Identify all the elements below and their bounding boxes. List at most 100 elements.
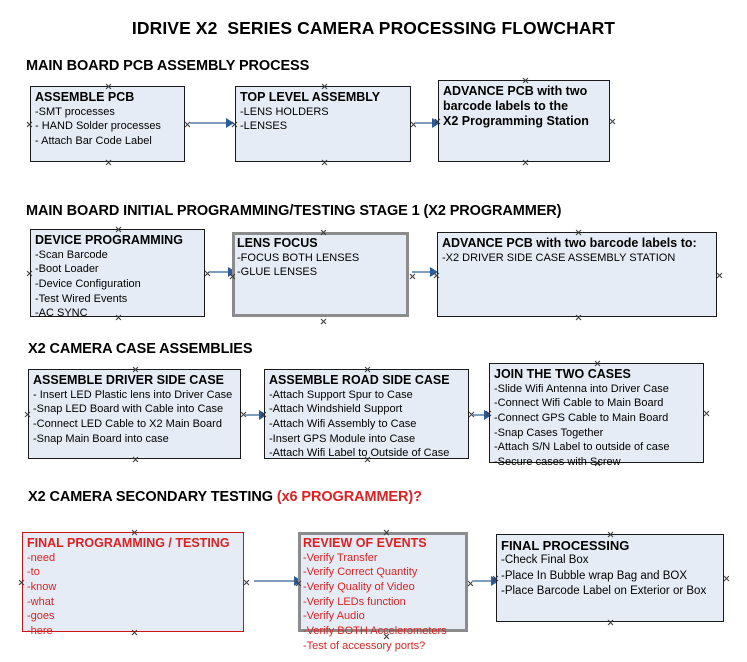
- node-title: FINAL PROGRAMMING / TESTING: [27, 536, 230, 550]
- node-handle-bottom[interactable]: [607, 619, 614, 626]
- node-line: -Slide Wifi Antenna into Driver Case: [494, 382, 669, 395]
- node-title: REVIEW OF EVENTS: [303, 536, 427, 550]
- node-line: -Connect LED Cable to X2 Main Board: [33, 418, 222, 430]
- node-assemble-pcb[interactable]: ASSEMBLE PCB -SMT processes - HAND Solde…: [30, 86, 185, 162]
- node-line: -Check Final Box: [501, 554, 589, 567]
- node-final-processing[interactable]: FINAL PROCESSING -Check Final Box -Place…: [496, 534, 724, 622]
- node-handle-bottom[interactable]: [575, 314, 582, 321]
- node-line: - Attach Bar Code Label: [35, 135, 152, 147]
- node-line: -Snap Cases Together: [494, 426, 604, 439]
- node-lens-focus[interactable]: LENS FOCUS -FOCUS BOTH LENSES -GLUE LENS…: [232, 232, 409, 317]
- node-handle-top[interactable]: [132, 366, 139, 373]
- node-handle-right[interactable]: [723, 575, 730, 582]
- section-heading-text: MAIN BOARD PCB ASSEMBLY PROCESS: [26, 58, 310, 74]
- node-handle-top[interactable]: [364, 366, 371, 373]
- node-line: -Verify Quality of Video: [303, 581, 415, 593]
- node-handle-top[interactable]: [522, 77, 529, 84]
- node-handle-top[interactable]: [115, 226, 122, 233]
- node-handle-left[interactable]: [26, 121, 33, 128]
- node-line: -Attach Wifi Assembly to Case: [269, 418, 417, 430]
- node-handle-bottom[interactable]: [522, 159, 529, 166]
- node-review-of-events[interactable]: REVIEW OF EVENTS -Verify Transfer -Verif…: [298, 529, 468, 652]
- node-handle-top[interactable]: [575, 229, 582, 236]
- node-handle-left[interactable]: [24, 411, 31, 418]
- section-heading-text: X2 CAMERA CASE ASSEMBLIES: [28, 341, 253, 357]
- node-line: -Place In Bubble wrap Bag and BOX: [501, 569, 688, 582]
- node-handle-bottom[interactable]: [132, 456, 139, 463]
- node-handle-right[interactable]: [609, 118, 616, 125]
- connector-arrow: [432, 118, 440, 128]
- connector-device-programming-to-lens-focus: [209, 271, 231, 273]
- node-handle-left[interactable]: [26, 270, 33, 277]
- node-line: -AC SYNC: [35, 307, 88, 320]
- node-line: -Verify LEDs function: [303, 595, 406, 608]
- node-line: -need: [27, 551, 56, 564]
- connector-arrow: [259, 410, 267, 420]
- section-heading-x2-camera-case-assemblies: X2 CAMERA CASE ASSEMBLIES: [28, 341, 253, 357]
- section-heading-x2-camera-secondary-testing: X2 CAMERA SECONDARY TESTING (x6 PROGRAMM…: [28, 489, 422, 505]
- node-join-the-two-cases[interactable]: JOIN THE TWO CASES -Slide Wifi Antenna i…: [489, 360, 704, 468]
- node-advance-pcb-programming-station[interactable]: ADVANCE PCB with two barcode labels to t…: [438, 80, 610, 162]
- connector-top-level-to-advance-pcb: [415, 122, 435, 124]
- node-handle-top[interactable]: [594, 360, 601, 367]
- connector-arrow: [491, 576, 499, 586]
- connector-final-programming-to-review: [254, 580, 297, 582]
- node-line: -Snap LED Board with Cable into Case: [33, 403, 224, 416]
- node-handle-top[interactable]: [131, 529, 138, 536]
- node-line: -Connect Wifi Cable to Main Board: [494, 397, 664, 410]
- node-handle-top[interactable]: [383, 529, 390, 536]
- node-line: -Verify Audio: [303, 610, 365, 623]
- node-line: -here: [27, 624, 53, 637]
- connector-arrow: [430, 267, 438, 277]
- node-line: -X2 DRIVER SIDE CASE ASSEMBLY STATION: [442, 251, 676, 264]
- node-assemble-driver-side-case[interactable]: ASSEMBLE DRIVER SIDE CASE - Insert LED P…: [28, 369, 241, 459]
- node-line-overflow: -Test of accessory ports?: [303, 639, 426, 652]
- node-line: -GLUE LENSES: [237, 266, 318, 279]
- node-line: - Insert LED Plastic lens into Driver Ca…: [33, 388, 233, 401]
- connector-driver-case-to-road-case: [245, 414, 263, 416]
- node-line: -Verify BOTH Accelerometers: [303, 624, 447, 637]
- node-title: ASSEMBLE PCB: [35, 90, 135, 104]
- node-top-level-assembly[interactable]: TOP LEVEL ASSEMBLY -LENS HOLDERS -LENSES: [235, 86, 411, 162]
- node-assemble-road-side-case[interactable]: ASSEMBLE ROAD SIDE CASE -Attach Support …: [264, 369, 469, 459]
- node-line: -Connect GPS Cable to Main Board: [494, 412, 669, 424]
- section-heading-main-board-initial-programming: MAIN BOARD INITIAL PROGRAMMING/TESTING S…: [26, 203, 562, 219]
- node-handle-bottom[interactable]: [320, 318, 327, 325]
- node-handle-top[interactable]: [607, 531, 614, 538]
- node-handle-bottom[interactable]: [105, 159, 112, 166]
- node-line: -Secure cases with Screw: [494, 455, 621, 468]
- node-line: -Attach S/N Label to outside of case: [494, 441, 670, 454]
- node-handle-top[interactable]: [321, 83, 328, 90]
- connector-lens-focus-to-advance-pcb-driver: [412, 271, 434, 273]
- node-handle-bottom[interactable]: [321, 159, 328, 166]
- node-title: TOP LEVEL ASSEMBLY: [240, 90, 381, 104]
- node-line: -Attach Support Spur to Case: [269, 388, 413, 401]
- node-line: -what: [27, 595, 54, 608]
- node-final-programming-testing[interactable]: FINAL PROGRAMMING / TESTING -need -to -k…: [22, 529, 244, 637]
- node-line: -Snap Main Board into case: [33, 432, 169, 445]
- node-line: - HAND Solder processes: [35, 120, 161, 133]
- node-device-programming[interactable]: DEVICE PROGRAMMING -Scan Barcode -Boot L…: [30, 226, 205, 319]
- node-handle-top[interactable]: [105, 83, 112, 90]
- node-title: DEVICE PROGRAMMING: [35, 233, 183, 247]
- node-line: -Test Wired Events: [35, 292, 128, 305]
- node-handle-right[interactable]: [703, 410, 710, 417]
- connector-assemble-pcb-to-top-level: [190, 122, 228, 124]
- node-line: barcode labels to the: [443, 98, 569, 113]
- node-line: -Place Barcode Label on Exterior or Box: [501, 584, 707, 597]
- connector-review-to-final-processing: [472, 580, 494, 582]
- node-title: ASSEMBLE DRIVER SIDE CASE: [33, 373, 225, 387]
- node-title: JOIN THE TWO CASES: [494, 367, 631, 381]
- node-line: -Attach Wifi Label to Outside of Case: [269, 447, 450, 460]
- node-advance-pcb-driver-side-case[interactable]: ADVANCE PCB with two barcode labels to: …: [437, 232, 717, 317]
- node-handle-right[interactable]: [243, 579, 250, 586]
- node-handle-left[interactable]: [18, 579, 25, 586]
- node-handle-top[interactable]: [320, 229, 327, 236]
- node-line: -SMT processes: [35, 105, 115, 118]
- node-handle-right[interactable]: [409, 273, 416, 280]
- node-line: -Verify Transfer: [303, 551, 378, 564]
- node-handle-right[interactable]: [716, 272, 723, 279]
- node-title: FINAL PROCESSING: [501, 538, 630, 553]
- node-line: -Attach Windshield Support: [269, 403, 403, 416]
